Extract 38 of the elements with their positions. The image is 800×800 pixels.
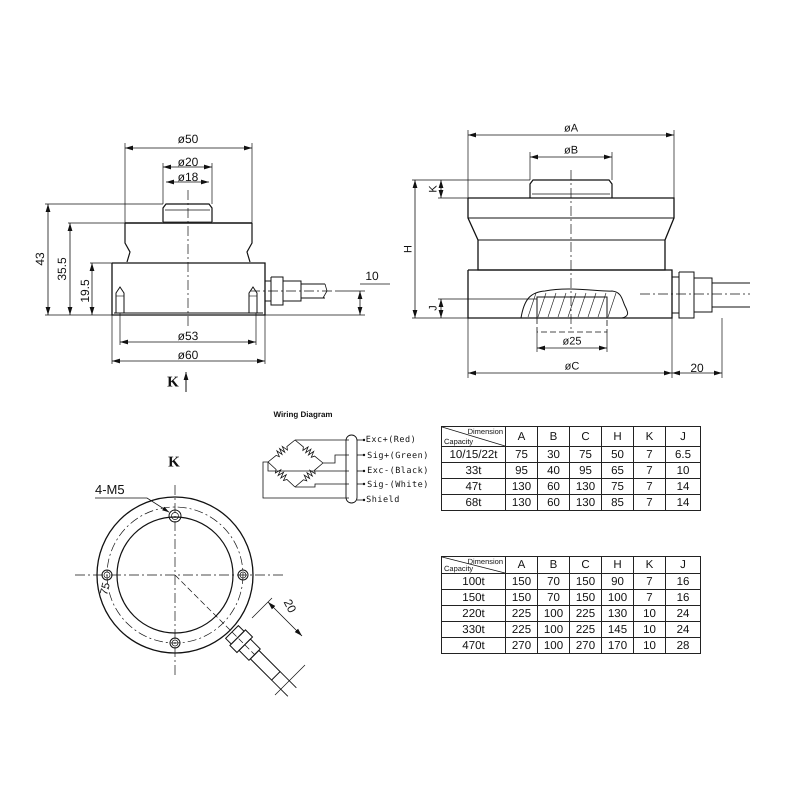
- dimension-label: ø50: [178, 133, 198, 145]
- view-label: K: [167, 376, 179, 390]
- dimension-label: 10: [365, 270, 379, 282]
- dimension-label: øA: [564, 124, 578, 134]
- dimension-label: J: [428, 305, 440, 311]
- dimension-label: ø60: [178, 349, 198, 361]
- wire-label: Sig+(Green): [367, 452, 429, 460]
- dimension-label: 20: [282, 597, 298, 615]
- threaded-hole: [168, 509, 182, 523]
- dimension-label: ø20: [178, 156, 198, 168]
- dimension-label: 35.5: [56, 257, 68, 281]
- section-label: Wiring Diagram: [273, 411, 333, 419]
- dimension-label: øC: [564, 362, 580, 372]
- table-cell: 470t: [441, 637, 506, 654]
- dimension-label: 43: [34, 252, 46, 266]
- wire-label: Exc-(Black): [367, 466, 429, 476]
- dimension-label: 75: [99, 582, 113, 596]
- dimension-label: ø25: [562, 336, 582, 348]
- dimension-label: H: [404, 245, 414, 253]
- dimension-label: ø18: [178, 171, 198, 183]
- wire-label: Exc+(Red): [366, 436, 416, 444]
- table-cell: J: [665, 426, 701, 447]
- dimension-label: 19.5: [79, 279, 91, 303]
- table-cell: 100t: [441, 573, 506, 590]
- wire-label: Sig-(White): [367, 480, 429, 490]
- dimension-label: 20: [690, 362, 704, 374]
- table-cell: J: [665, 556, 701, 574]
- table-cell: 68t: [441, 494, 506, 511]
- view-label: K: [168, 456, 180, 470]
- table-cell: 10/15/22t: [441, 446, 506, 463]
- dimension-label: ø53: [178, 330, 198, 342]
- table-cell: 14: [665, 494, 701, 511]
- leader-line: [94, 498, 170, 513]
- wire-label: Shield: [366, 496, 400, 504]
- table-cell: 28: [665, 637, 701, 654]
- callout-label: 4-M5: [95, 482, 141, 497]
- dimension-label: K: [428, 185, 440, 193]
- dimension-label: øB: [564, 146, 578, 156]
